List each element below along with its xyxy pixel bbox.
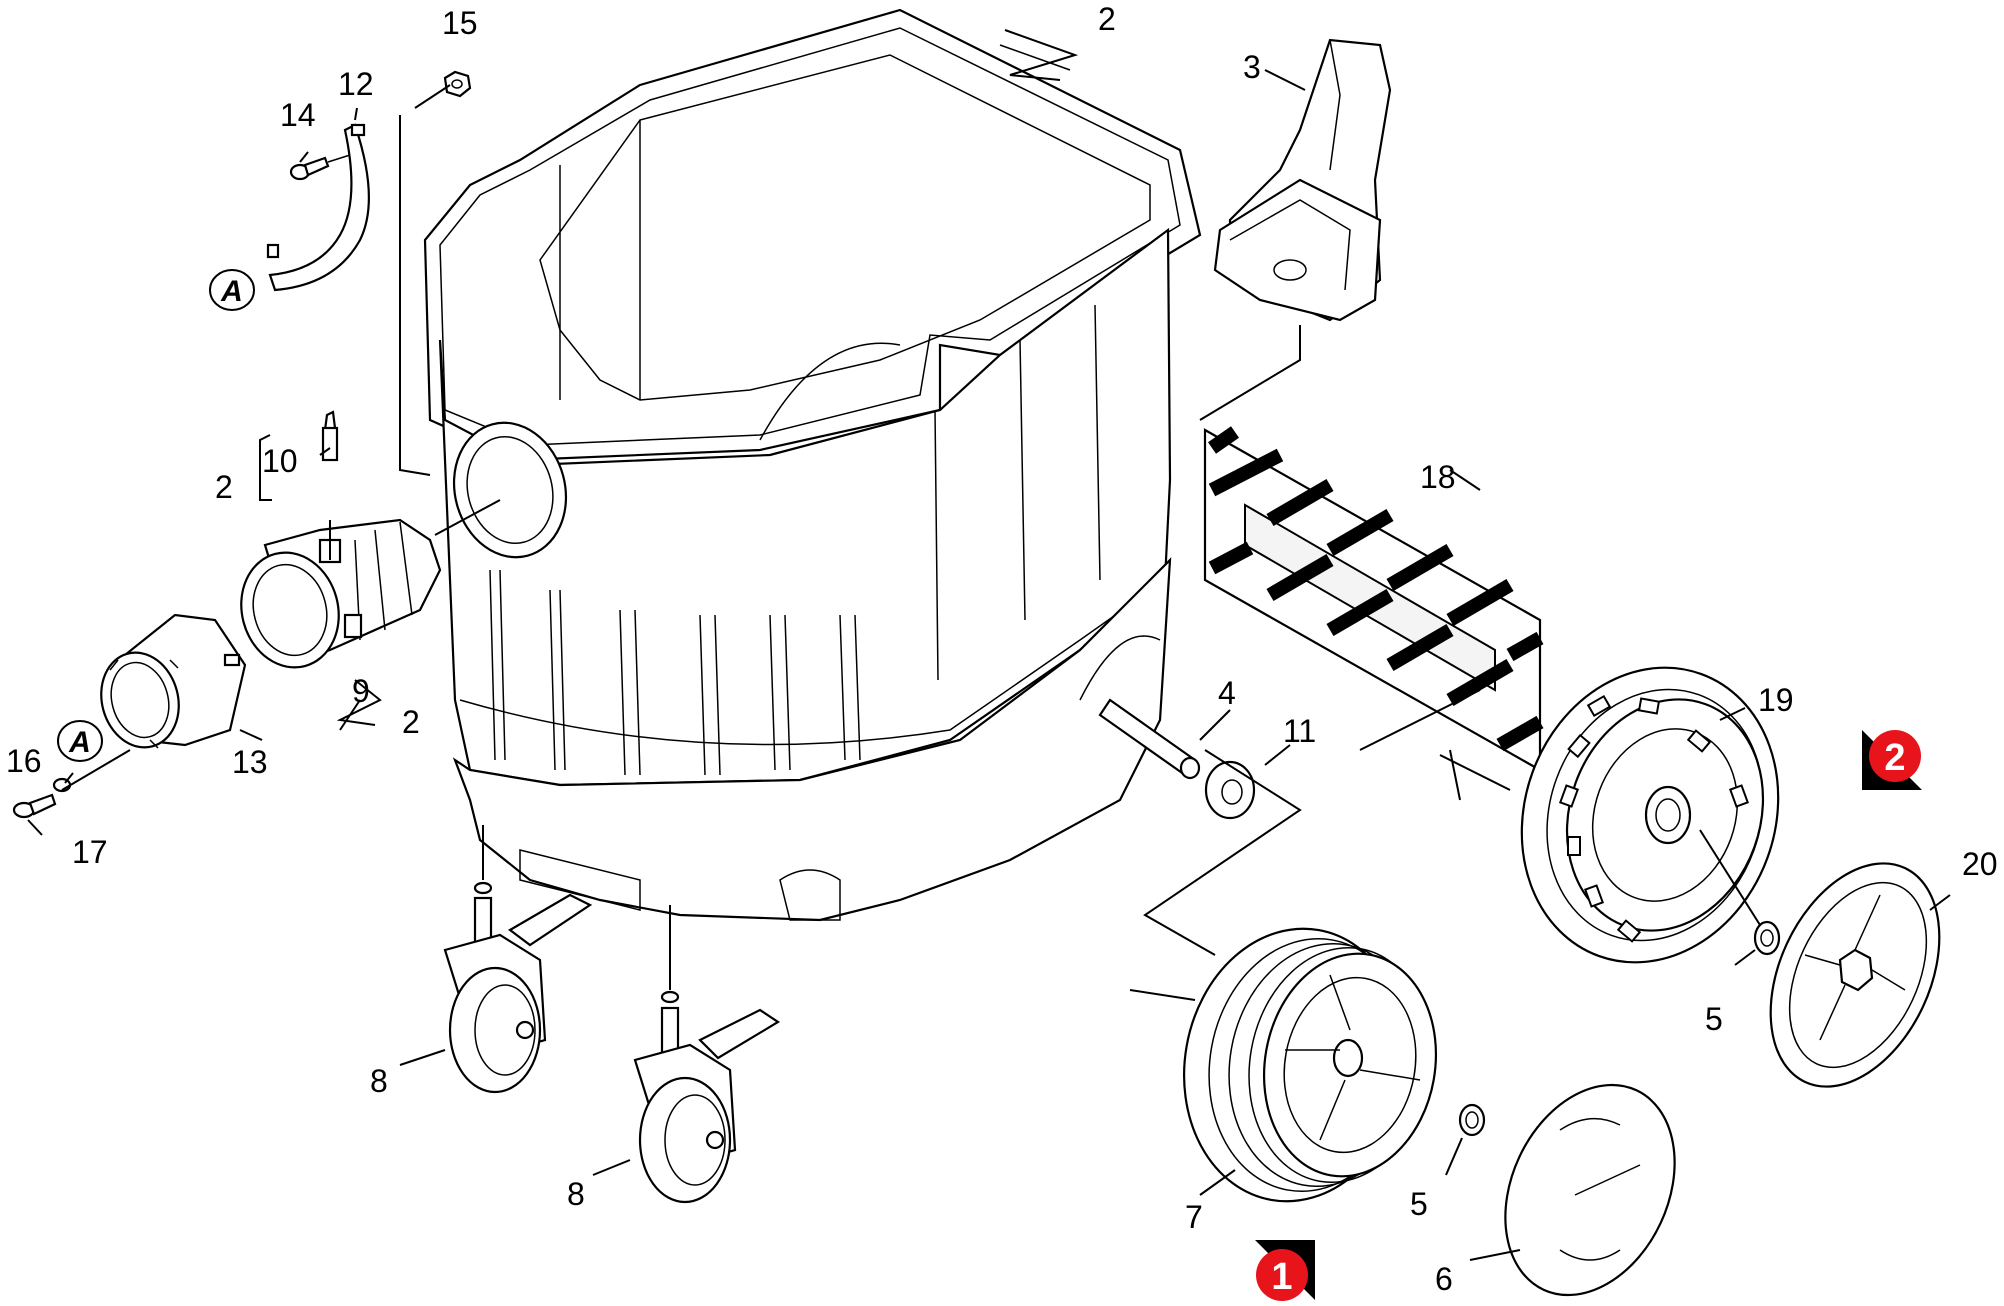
- svg-text:A: A: [220, 275, 243, 308]
- callout-18: 18: [1420, 459, 1456, 495]
- caster-8a: [443, 881, 593, 1094]
- callout-19: 19: [1758, 682, 1794, 718]
- callout-5-right: 5: [1705, 1001, 1723, 1037]
- callout-6: 6: [1435, 1261, 1453, 1297]
- wheel-7: [1182, 927, 1438, 1203]
- callout-2-left: 2: [215, 469, 233, 505]
- callout-5-left: 5: [1410, 1186, 1428, 1222]
- leader-lines: [27, 29, 1951, 1261]
- cap-6: [1504, 1083, 1676, 1297]
- callout-15: 15: [442, 5, 478, 41]
- callout-8-upper: 8: [370, 1063, 388, 1099]
- ring-13: [100, 613, 247, 749]
- callout-13: 13: [232, 744, 268, 780]
- bush-11: [1204, 760, 1256, 820]
- callout-4: 4: [1218, 675, 1236, 711]
- inlet-connector-9: [240, 518, 442, 669]
- variant-badge-1: 1: [1255, 1240, 1315, 1301]
- screw-17: [12, 793, 57, 819]
- callout-8-lower: 8: [567, 1176, 585, 1212]
- wheel-19: [1520, 666, 1780, 964]
- handle-bracket: [1213, 38, 1392, 322]
- nipple-10: [321, 410, 339, 462]
- callout-11: 11: [1283, 713, 1316, 749]
- caster-8b: [633, 990, 781, 1204]
- warning-label-18: [1203, 426, 1544, 772]
- tank-container: [423, 8, 1202, 922]
- callout-12: 12: [338, 66, 374, 102]
- callout-3: 3: [1243, 49, 1261, 85]
- callout-labels: 2 3 15 12 14 10 2 9 2 13 16 17 18 4 11 1…: [6, 1, 1998, 1297]
- variant-badge-2: 2: [1862, 730, 1922, 790]
- reference-marker-a1: A: [209, 269, 255, 311]
- callout-9: 9: [352, 673, 370, 709]
- callout-20: 20: [1962, 846, 1998, 882]
- svg-text:A: A: [68, 726, 91, 759]
- reference-marker-a2: A: [57, 720, 103, 762]
- axle-4: [1098, 698, 1201, 780]
- callout-7: 7: [1185, 1199, 1203, 1235]
- svg-text:1: 1: [1271, 1256, 1292, 1298]
- callout-16: 16: [6, 743, 42, 779]
- svg-text:2: 2: [1884, 737, 1905, 779]
- hubcap-20: [1769, 862, 1941, 1088]
- screw-14: [289, 154, 351, 181]
- clamp-strip: [266, 123, 370, 292]
- clip-5a: [1458, 1103, 1486, 1137]
- callout-17: 17: [72, 834, 108, 870]
- clip-5b: [1753, 920, 1781, 956]
- callout-2-top: 2: [1098, 1, 1116, 37]
- callout-10: 10: [262, 443, 298, 479]
- callout-2-bottom: 2: [402, 704, 420, 740]
- nut-15: [443, 70, 472, 98]
- callout-14: 14: [280, 97, 316, 133]
